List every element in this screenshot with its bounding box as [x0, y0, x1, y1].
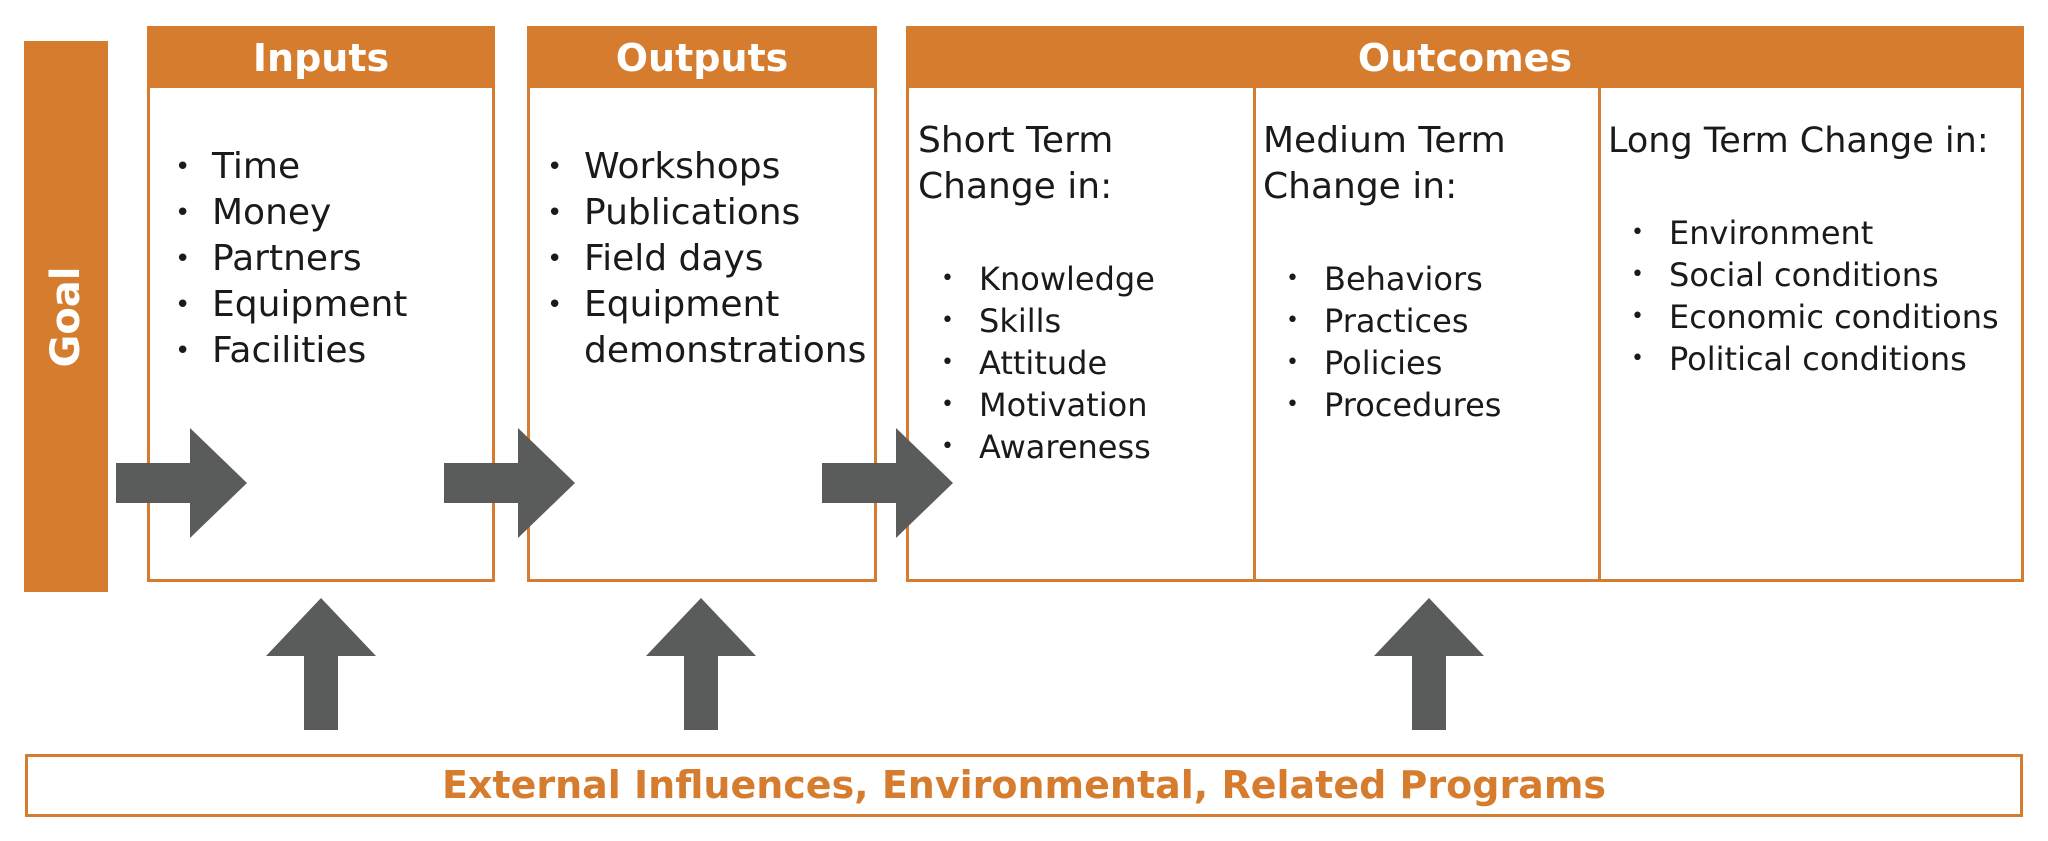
list-item: Money [175, 190, 407, 236]
goal-bar: Goal [24, 41, 108, 592]
list-item: Field days [547, 236, 874, 282]
arrow-up-icon [646, 598, 756, 730]
list-item: Equipment [175, 282, 407, 328]
medium-term-heading-line1: Medium Term [1263, 120, 1506, 161]
list-item: Behaviors [1286, 258, 1501, 300]
list-item: Publications [547, 190, 874, 236]
medium-term-list: Behaviors Practices Policies Procedures [1286, 258, 1501, 426]
outcomes-title: Outcomes [909, 29, 2021, 88]
arrow-up-icon [1374, 598, 1484, 730]
list-item: Political conditions [1631, 338, 1999, 380]
arrow-right-icon [444, 428, 575, 538]
outcomes-box: Outcomes Short Term Change in: Knowledge… [906, 26, 2024, 582]
external-influences-box: External Influences, Environmental, Rela… [25, 754, 2023, 817]
outputs-box: Outputs Workshops Publications Field day… [527, 26, 877, 582]
long-term-heading: Long Term Change in: [1608, 121, 1989, 161]
medium-term-column: Medium Term Change in: [1263, 118, 1506, 210]
outputs-list: Workshops Publications Field days Equipm… [547, 144, 874, 374]
list-item: Equipment demonstrations [547, 282, 874, 374]
medium-term-heading-line2: Change in: [1263, 166, 1458, 207]
short-term-list: Knowledge Skills Attitude Motivation Awa… [941, 258, 1155, 468]
list-item: Practices [1286, 300, 1501, 342]
long-term-column: Long Term Change in: [1608, 118, 1989, 164]
list-item: Facilities [175, 328, 407, 374]
list-item: Partners [175, 236, 407, 282]
goal-label: Goal [43, 265, 89, 368]
outputs-title: Outputs [530, 29, 874, 88]
list-item: Policies [1286, 342, 1501, 384]
list-item: Attitude [941, 342, 1155, 384]
list-item: Knowledge [941, 258, 1155, 300]
arrow-right-icon [116, 428, 247, 538]
list-item: Skills [941, 300, 1155, 342]
short-term-heading-line1: Short Term [918, 120, 1114, 161]
arrow-up-icon [266, 598, 376, 730]
list-item: Motivation [941, 384, 1155, 426]
short-term-column: Short Term Change in: [918, 118, 1113, 210]
list-item: Economic conditions [1631, 296, 1999, 338]
external-influences-label: External Influences, Environmental, Rela… [441, 763, 1607, 807]
list-item: Environment [1631, 212, 1999, 254]
list-item: Social conditions [1631, 254, 1999, 296]
list-item: Awareness [941, 426, 1155, 468]
arrow-right-icon [822, 428, 953, 538]
list-item: Time [175, 144, 407, 190]
list-item: Workshops [547, 144, 874, 190]
outcomes-divider-1 [1253, 88, 1256, 582]
inputs-title: Inputs [150, 29, 492, 88]
list-item: Procedures [1286, 384, 1501, 426]
short-term-heading-line2: Change in: [918, 166, 1113, 207]
outcomes-divider-2 [1598, 88, 1601, 582]
long-term-list: Environment Social conditions Economic c… [1631, 212, 1999, 380]
inputs-list: Time Money Partners Equipment Facilities [175, 144, 407, 374]
